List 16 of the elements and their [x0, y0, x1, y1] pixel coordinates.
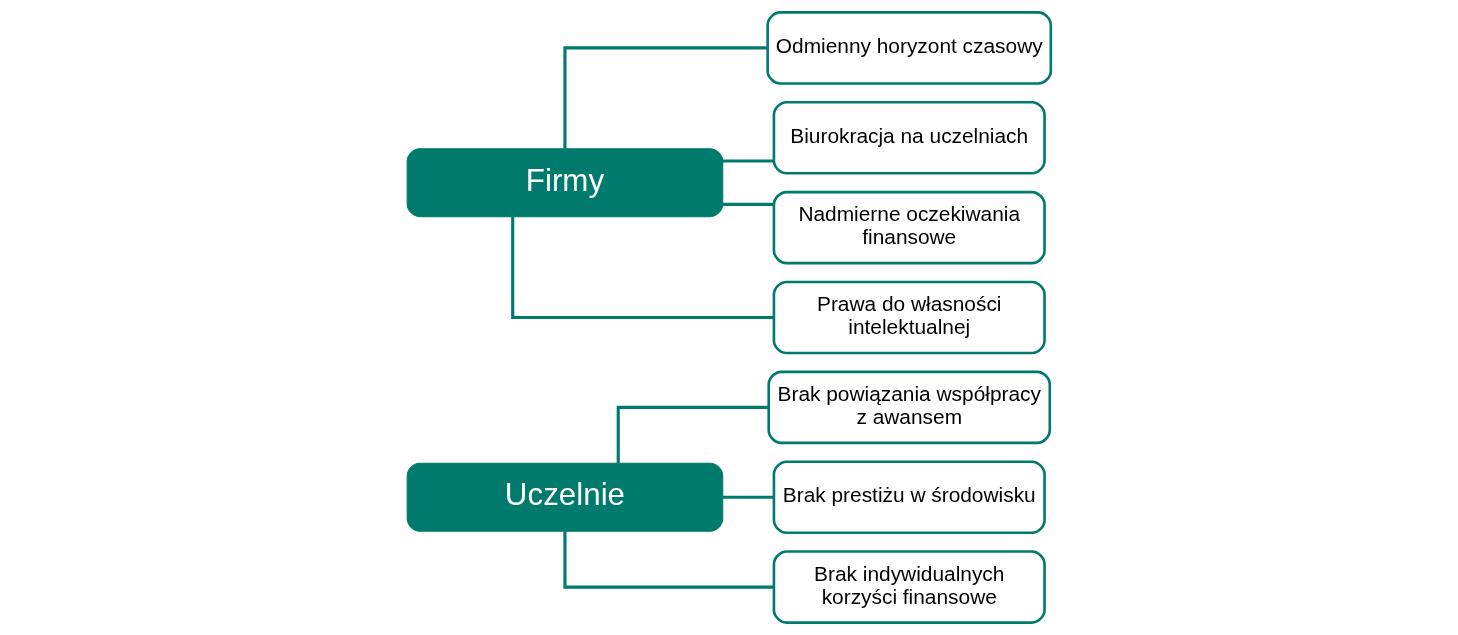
node-box: Odmienny horyzont czasowy — [766, 11, 1053, 85]
node-box: Uczelnie — [406, 462, 724, 532]
node-box: Nadmierne oczekiwania finansowe — [772, 190, 1046, 265]
connector — [723, 159, 774, 163]
node-box: Brak indywidualnych korzyści finansowe — [772, 550, 1046, 624]
node-box: Brak prestiżu w środowisku — [772, 460, 1046, 535]
connector — [723, 495, 774, 499]
node-box: Firmy — [406, 148, 724, 218]
connector — [511, 216, 774, 320]
node-box: Biurokracja na uczelniach — [772, 100, 1046, 175]
node-box: Prawa do własności intelektualnej — [772, 280, 1046, 355]
connector — [616, 405, 769, 464]
node-box: Brak powiązania współpracy z awansem — [767, 370, 1052, 445]
connector — [563, 531, 774, 589]
connector — [723, 202, 774, 206]
connector — [563, 46, 768, 149]
